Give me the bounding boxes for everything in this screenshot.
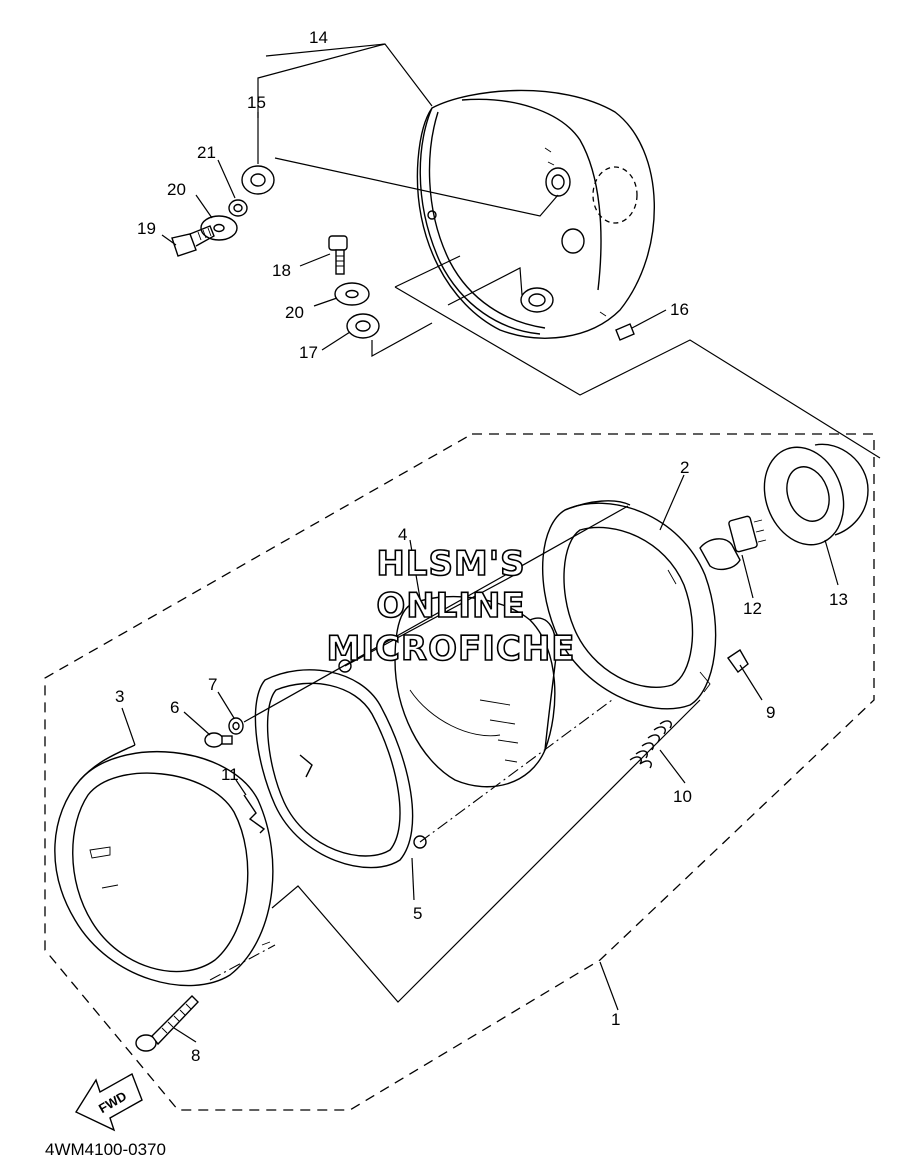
callout-labels: 1 2 3 4 5 6 7 8 9 10 11 12 13 14 15 16 1… <box>115 28 848 1065</box>
callout-9: 9 <box>766 703 775 722</box>
callout-20-lower: 20 <box>285 303 304 322</box>
watermark-line-1: HLSM'S <box>376 544 525 584</box>
callout-13: 13 <box>829 590 848 609</box>
grommet-15 <box>241 165 275 195</box>
callout-11: 11 <box>221 765 239 784</box>
callout-5: 5 <box>413 904 422 923</box>
callout-3: 3 <box>115 687 124 706</box>
screw-16 <box>615 323 635 341</box>
callout-2: 2 <box>680 458 689 477</box>
part-code: 4WM4100-0370 <box>45 1140 166 1159</box>
bulb-12 <box>699 515 767 571</box>
callout-15: 15 <box>247 93 266 112</box>
collar-21 <box>228 199 248 217</box>
grommet-17 <box>346 313 380 339</box>
callout-20-upper: 20 <box>167 180 186 199</box>
callout-8: 8 <box>191 1046 200 1065</box>
headlight-housing <box>416 89 655 339</box>
callout-18: 18 <box>272 261 291 280</box>
clip-9 <box>727 649 749 674</box>
callout-4: 4 <box>398 525 407 544</box>
screw-8 <box>135 995 199 1052</box>
callout-12: 12 <box>743 599 762 618</box>
bolt-19 <box>171 225 215 257</box>
spring-11 <box>243 794 266 834</box>
watermark: HLSM'S ONLINE MICROFICHE <box>326 543 576 670</box>
headlight-rim-3 <box>54 744 274 987</box>
callout-7: 7 <box>208 675 217 694</box>
callout-16: 16 <box>670 300 689 319</box>
watermark-line-3: MICROFICHE <box>326 629 575 669</box>
callout-6: 6 <box>170 698 179 717</box>
callout-1: 1 <box>611 1010 620 1029</box>
sealed-beam-4 <box>394 595 557 788</box>
spring-10 <box>629 720 672 769</box>
screw-6 <box>204 732 233 748</box>
fwd-arrow-icon: FWD <box>74 1072 143 1132</box>
callout-19: 19 <box>137 219 156 238</box>
socket-cover-13 <box>763 443 869 546</box>
washer-20-lower <box>334 282 370 306</box>
callout-14: 14 <box>309 28 328 47</box>
watermark-line-2: ONLINE <box>376 586 525 626</box>
callout-17: 17 <box>299 343 318 362</box>
bolt-18 <box>328 235 348 275</box>
washer-7 <box>228 717 244 735</box>
callout-10: 10 <box>673 787 692 806</box>
callout-21: 21 <box>197 143 216 162</box>
lens-unit-2 <box>541 500 717 710</box>
